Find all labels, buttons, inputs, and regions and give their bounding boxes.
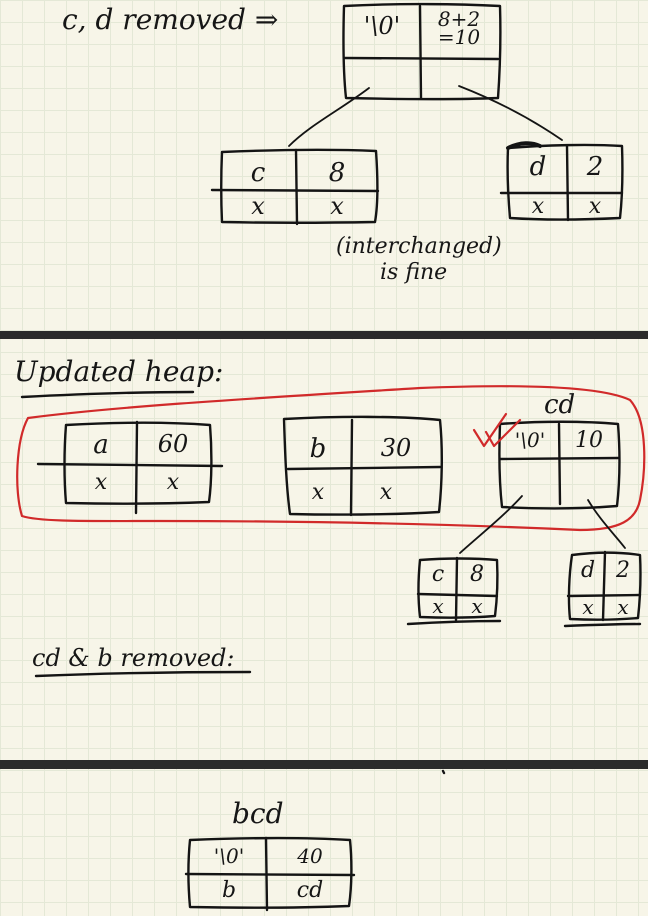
- node-a-box: [36, 420, 224, 515]
- node-cd-char-cell: '\0': [514, 428, 546, 452]
- note-line-1: (interchanged): [336, 234, 502, 259]
- left-child-right-ptr: x: [330, 192, 344, 220]
- ink-dot: [441, 769, 446, 775]
- right-child-box: [499, 141, 624, 222]
- check-mark-2: [484, 418, 522, 448]
- node-b-box: [282, 415, 444, 517]
- edge-cd-right: [587, 499, 626, 549]
- child-c-box: [406, 556, 502, 626]
- right-child-right-ptr: x: [588, 194, 602, 219]
- left-child-box: [210, 148, 380, 226]
- parent-freq-cell: 8+2 =10: [437, 7, 481, 49]
- node-cd-freq-cell: 10: [575, 428, 603, 453]
- edge-parent-right: [458, 85, 563, 141]
- section-divider-top: [0, 331, 648, 339]
- child-c-char-cell: c: [431, 562, 445, 587]
- bcd-char-cell: '\0': [213, 844, 245, 868]
- red-enclosure: [16, 385, 646, 532]
- node-a-char-cell: a: [93, 430, 109, 460]
- node-cd-label: cd: [544, 390, 576, 420]
- node-cd-box: [498, 420, 621, 510]
- edge-cd-left: [459, 495, 523, 554]
- node-b-left-ptr: x: [311, 480, 325, 505]
- caption-underline: [34, 670, 252, 678]
- node-a-left-ptr: x: [94, 470, 108, 495]
- child-d-left-ptr: x: [582, 595, 594, 619]
- left-child-left-ptr: x: [251, 192, 265, 220]
- title-underline: [20, 390, 195, 399]
- node-b-freq-cell: 30: [380, 434, 412, 462]
- removed-caption: cd & b removed:: [32, 644, 235, 672]
- child-d-char-cell: d: [580, 558, 596, 583]
- bcd-freq-cell: 40: [297, 844, 323, 868]
- bcd-label: bcd: [232, 797, 284, 830]
- left-child-freq-cell: 8: [328, 158, 346, 188]
- check-mark: [472, 412, 508, 448]
- section1-caption: c, d removed ⇒: [62, 3, 279, 36]
- right-child-freq-cell: 2: [586, 152, 604, 182]
- edge-parent-left: [288, 87, 370, 147]
- parent-node-box: [342, 2, 502, 101]
- child-d-freq-cell: 2: [616, 558, 630, 583]
- left-child-char-cell: c: [250, 158, 266, 188]
- child-c-freq-cell: 8: [470, 562, 484, 587]
- right-child-char-cell: d: [529, 152, 547, 182]
- node-a-freq-cell: 60: [157, 430, 189, 458]
- node-b-right-ptr: x: [379, 480, 393, 505]
- node-a-right-ptr: x: [166, 470, 180, 495]
- bcd-node-box: [184, 836, 356, 912]
- child-c-left-ptr: x: [432, 594, 444, 618]
- child-c-right-ptr: x: [471, 594, 483, 618]
- updated-heap-title: Updated heap:: [14, 355, 224, 388]
- child-d-right-ptr: x: [617, 595, 629, 619]
- bcd-left-cell: b: [221, 878, 237, 903]
- bcd-right-cell: cd: [296, 878, 324, 903]
- section-divider-bottom: [0, 760, 648, 769]
- right-child-left-ptr: x: [531, 194, 545, 219]
- child-d-box: [563, 550, 642, 628]
- note-line-2: is fine: [380, 260, 448, 285]
- node-b-char-cell: b: [309, 434, 327, 464]
- parent-char-cell: '\0': [363, 12, 401, 40]
